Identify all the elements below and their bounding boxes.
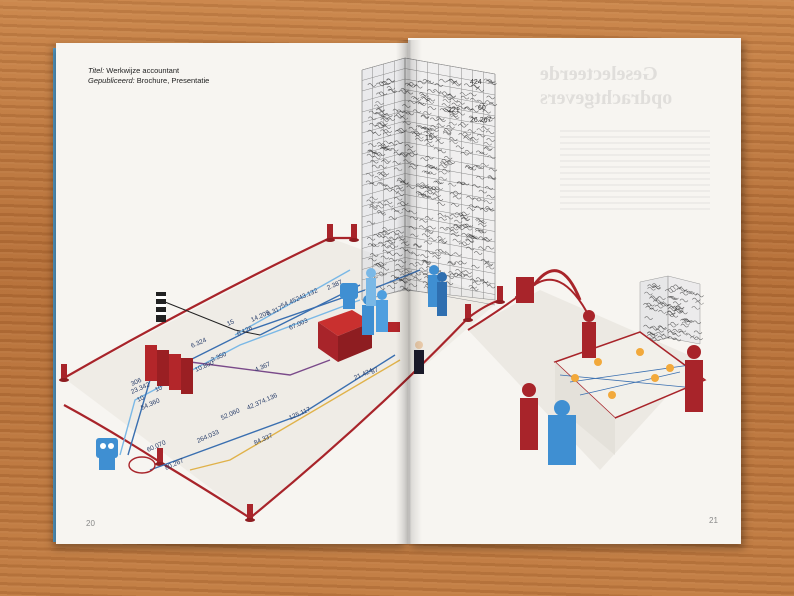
tower-labels: 424 60 26.267 221 15 <box>425 79 492 142</box>
rope-post <box>247 504 253 520</box>
rope-post <box>157 448 163 464</box>
title-line: Titel: Werkwijze accountant <box>88 66 209 76</box>
show-through-body <box>560 130 710 210</box>
rope-post-base <box>495 300 505 304</box>
publication-meta: Titel: Werkwijze accountant Gepubliceerd… <box>88 66 209 86</box>
rope-post <box>61 364 67 380</box>
small-data-tower <box>639 275 704 345</box>
title-value: Werkwijze accountant <box>106 66 180 75</box>
red-machine-right <box>516 269 582 303</box>
tower-number: 60 <box>478 105 486 112</box>
right-page-number: 21 <box>709 516 718 525</box>
tower-number: 424 <box>470 79 482 86</box>
rope-post-base <box>349 238 359 242</box>
flow-number: 15 <box>226 318 236 327</box>
flow-number: 10 <box>154 384 164 393</box>
tower-number: 221 <box>448 107 460 114</box>
figures <box>96 265 703 470</box>
rope-post-base <box>325 238 335 242</box>
tower-number-scribble <box>365 78 498 292</box>
tower-number: 26.267 <box>470 117 492 124</box>
page-edge-stack <box>53 48 57 542</box>
flow-number: 10 <box>136 394 146 403</box>
rope-post <box>465 304 471 320</box>
flow-number: 306 <box>130 377 143 388</box>
title-label: Titel: <box>88 66 105 75</box>
published-value: Brochure, Presentatie <box>136 76 210 85</box>
rope-post-base <box>463 318 473 322</box>
published-label: Gepubliceerd: <box>88 76 135 85</box>
rope-post <box>497 286 503 302</box>
orange-lamps <box>571 348 674 399</box>
rope-post <box>327 224 333 240</box>
floor-left <box>64 238 500 518</box>
flow-lines <box>119 269 421 474</box>
tower-number: 15 <box>425 135 433 142</box>
flow-number: 37 <box>370 366 380 375</box>
rope-post-base <box>59 378 69 382</box>
rope-post-base <box>245 518 255 522</box>
left-page-number: 20 <box>86 519 95 528</box>
rope-post <box>351 224 357 240</box>
published-line: Gepubliceerd: Brochure, Presentatie <box>88 76 209 86</box>
red-cabinets <box>145 345 193 394</box>
